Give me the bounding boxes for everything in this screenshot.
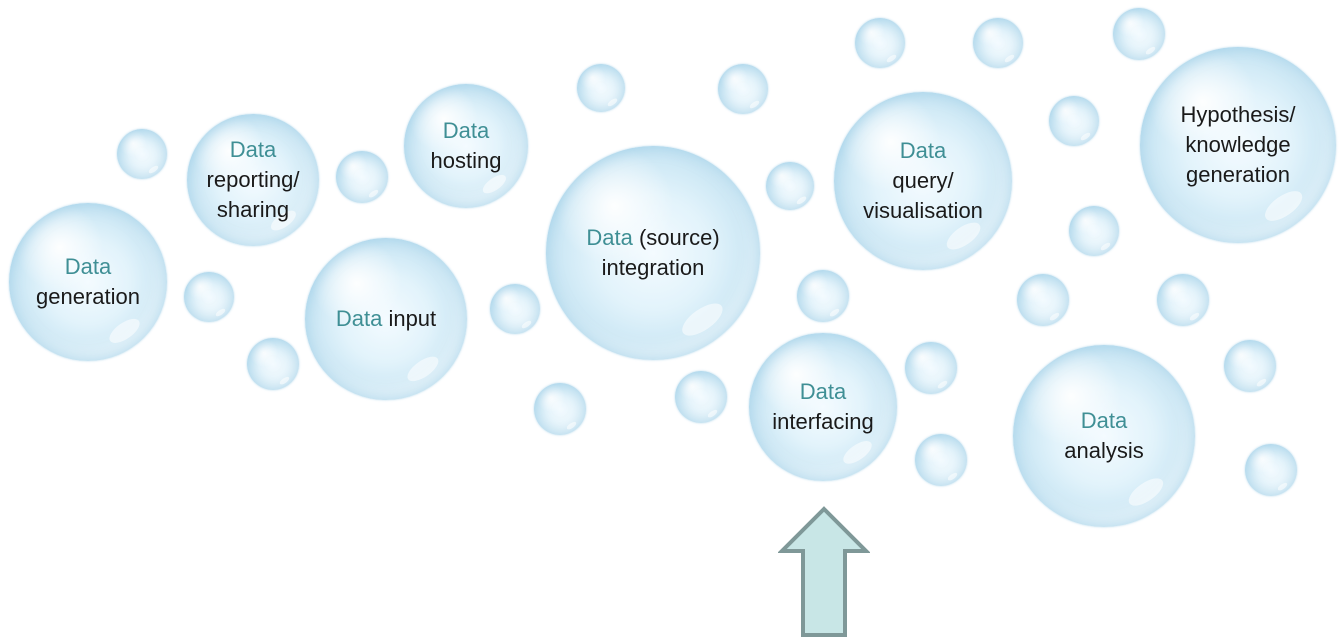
bubble-label-line: visualisation [863,198,983,223]
small-bubble-icon [577,64,625,112]
small-bubble-icon [534,383,586,435]
bubble-label-line: reporting/ [206,167,300,192]
bubble-label-line: Data input [335,306,437,331]
small-bubble-icon [766,162,814,210]
bubble-label-line: Data [442,118,490,143]
bubble-data-query-visualisation: Data query/ visualisation [834,92,1012,270]
arrow-shape [778,506,870,637]
small-bubble-icon [184,272,234,322]
bubble-data-analysis: Data analysis [1013,345,1195,527]
small-bubble-icon [117,129,167,179]
small-bubble-icon [1069,206,1119,256]
bubble-label-line: Data (source) [586,225,720,250]
bubble-label-line: integration [601,255,705,280]
small-bubble-icon [915,434,967,486]
bubble-label-line: Data [229,137,277,162]
bubble-data-interfacing: Data interfacing [749,333,897,481]
bubble-data-input: Data input [305,238,467,400]
bubble-label-line: analysis [1064,438,1144,463]
bubble-data-generation: Data generation [9,203,167,361]
bubble-data-source-integration: Data (source) integration [546,146,760,360]
bubble-label-line: Data [64,254,112,279]
small-bubble-icon [797,270,849,322]
small-bubble-icon [1049,96,1099,146]
bubble-label-line: Data [1080,408,1128,433]
bubble-label-line: sharing [216,197,290,222]
small-bubble-icon [490,284,540,334]
bubble-label-line: hosting [430,148,502,173]
bubble-label-line: generation [1186,162,1290,187]
small-bubble-icon [855,18,905,68]
bubble-label-line: interfacing [772,409,874,434]
bubble-label-line: Data [899,138,947,163]
small-bubble-icon [718,64,768,114]
small-bubble-icon [247,338,299,390]
bubble-label-line: query/ [892,168,954,193]
small-bubble-icon [1224,340,1276,392]
up-arrow-icon [778,506,870,637]
small-bubble-icon [1245,444,1297,496]
small-bubble-icon [973,18,1023,68]
small-bubble-icon [1113,8,1165,60]
bubble-label-line: generation [36,284,140,309]
bubble-label-line: Data [799,379,847,404]
small-bubble-icon [675,371,727,423]
small-bubble-icon [1157,274,1209,326]
bubble-label-line: knowledge [1185,132,1291,157]
small-bubble-icon [336,151,388,203]
small-bubble-icon [905,342,957,394]
small-bubble-icon [1017,274,1069,326]
bubble-label-line: Hypothesis/ [1180,102,1296,127]
bubble-hypothesis-knowledge-generation: Hypothesis/ knowledge generation [1140,47,1336,243]
bubble-data-hosting: Data hosting [404,84,528,208]
bubble-data-reporting-sharing: Data reporting/ sharing [187,114,319,246]
